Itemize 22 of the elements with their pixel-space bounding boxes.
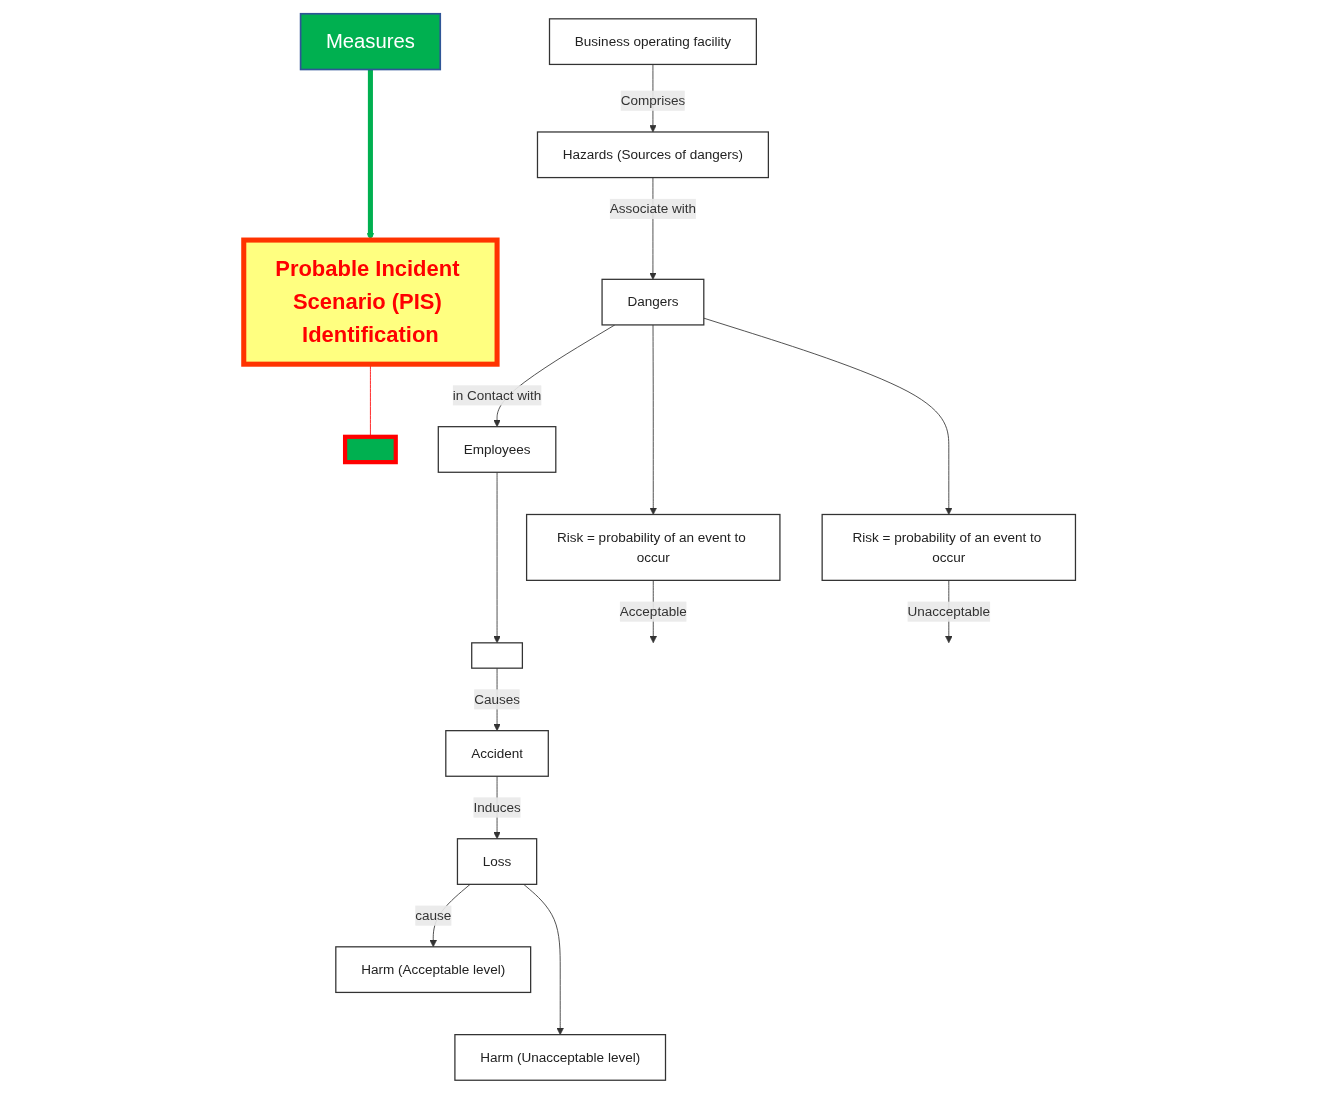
node-box: Probable Incident Scenario (PIS) Identification [241,237,500,367]
node-box: Risk = probability of an event to occur [821,513,1077,581]
node-box: Risk = probability of an event to occur [526,513,781,581]
edge-label: Associate with [610,201,697,216]
edge-label: Acceptable [620,604,688,619]
node-box: Measures [300,12,442,71]
node-box: Dangers [601,278,705,326]
node-box [343,434,399,465]
node-box: Employees [438,426,557,473]
node-box: Harm (Acceptable level) [335,946,532,994]
node-box [471,642,524,669]
edge-label: cause [415,907,452,923]
node-box: Harm (Unacceptable level) [454,1034,667,1081]
edge-label: Unacceptable [907,604,991,619]
node-box: Business operating facility [549,18,758,66]
node-box: Hazards (Sources of dangers) [537,131,770,179]
node-box: Accident [445,730,550,777]
edge-label: Induces [473,799,522,815]
edge-label: Comprises [621,93,686,108]
edge-label: in Contact with [453,387,542,403]
node-box: Loss [457,838,538,885]
edge-label: Causes [474,691,521,707]
